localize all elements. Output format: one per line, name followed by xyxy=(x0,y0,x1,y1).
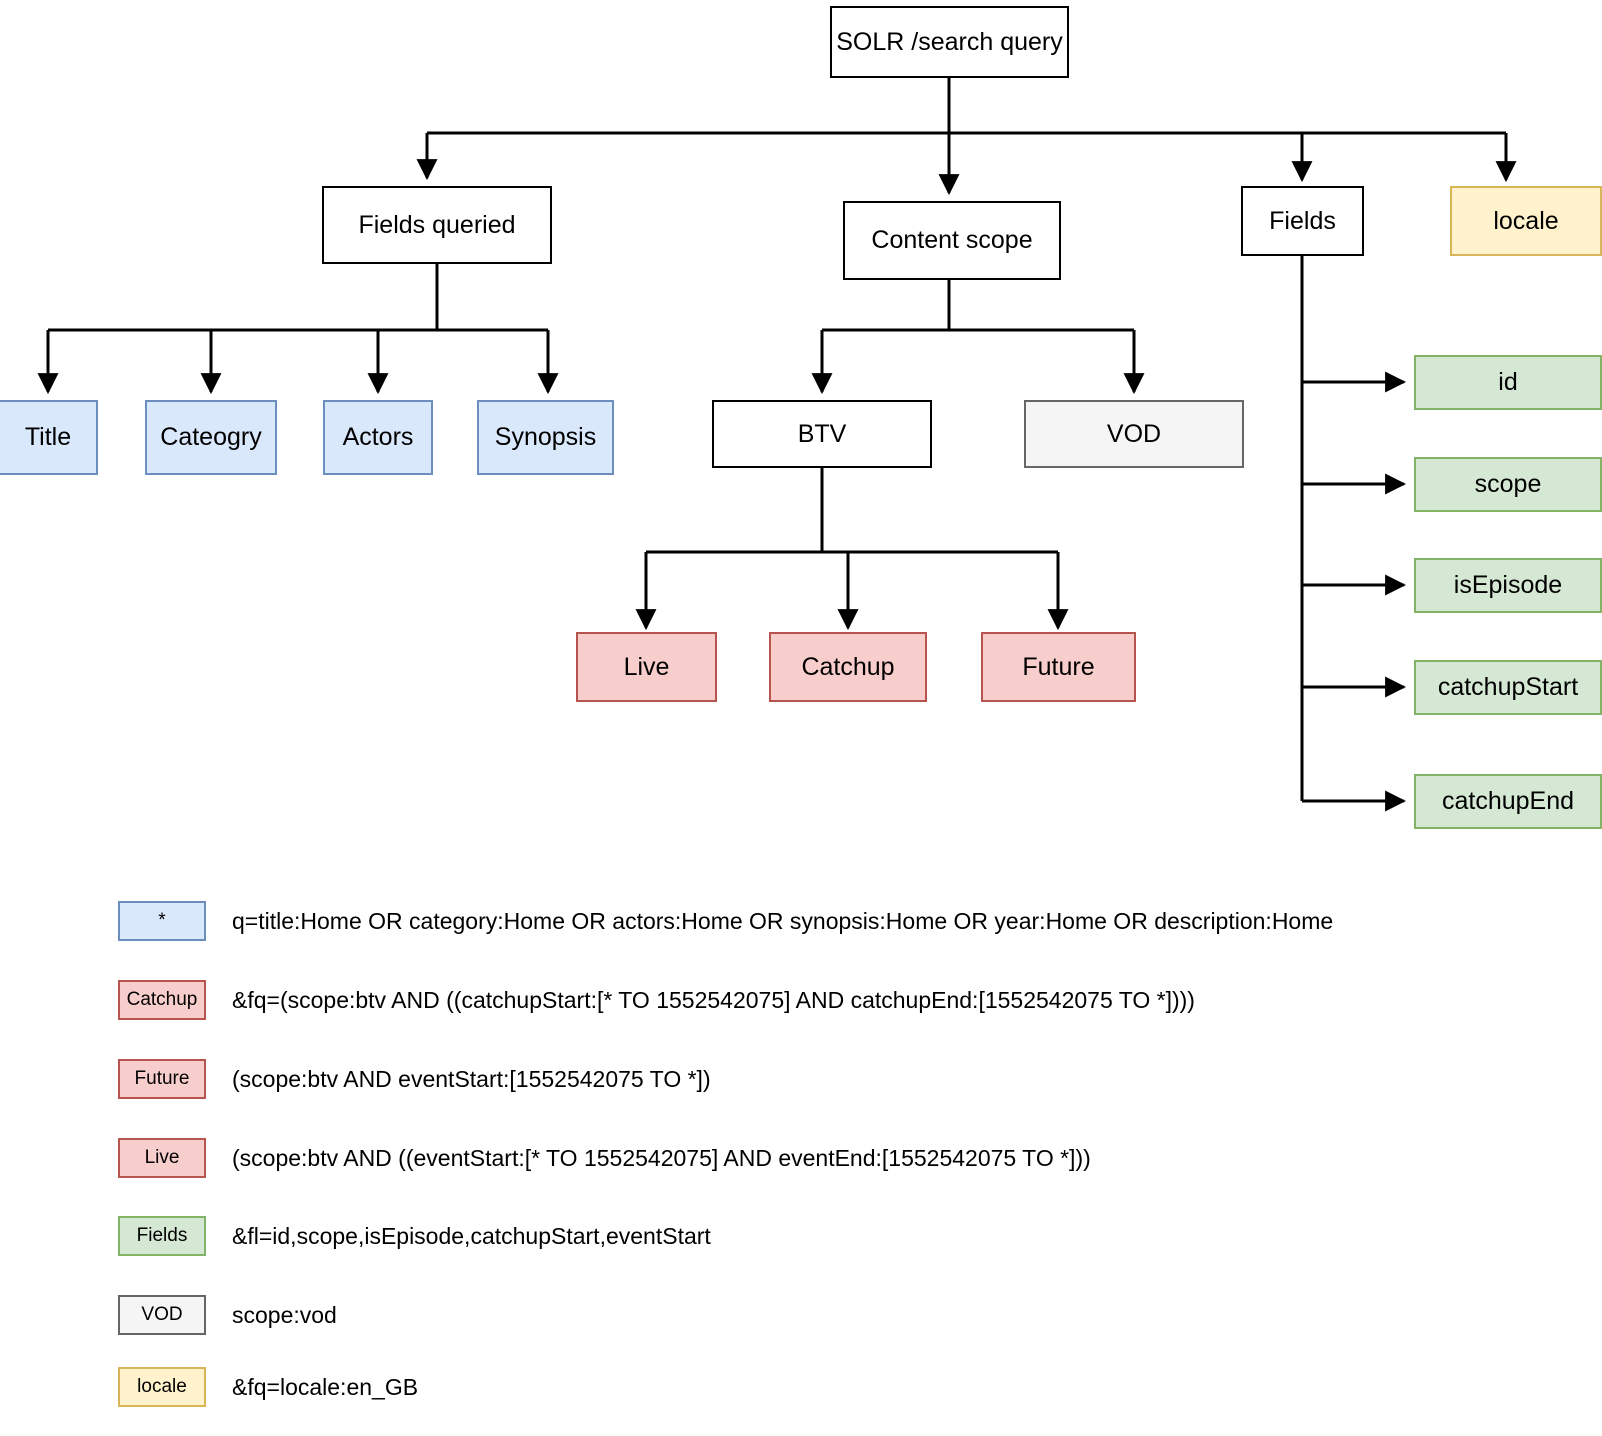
node-title[interactable]: Title xyxy=(0,400,98,475)
node-synopsis[interactable]: Synopsis xyxy=(477,400,614,475)
legend-text-catchup: &fq=(scope:btv AND ((catchupStart:[* TO … xyxy=(232,986,1195,1013)
legend-swatch-label: VOD xyxy=(141,1304,183,1325)
node-field-catchupstart[interactable]: catchupStart xyxy=(1414,660,1602,715)
node-label: Catchup xyxy=(801,652,895,681)
node-field-isepisode[interactable]: isEpisode xyxy=(1414,558,1602,613)
legend-swatch-label: Live xyxy=(144,1147,180,1168)
legend-swatch-catchup: Catchup xyxy=(118,980,206,1020)
node-label: isEpisode xyxy=(1453,571,1563,600)
legend-row-catchup: Catchup &fq=(scope:btv AND ((catchupStar… xyxy=(118,978,1195,1022)
legend-swatch-label: * xyxy=(158,910,166,931)
legend-swatch-vod: VOD xyxy=(118,1295,206,1335)
node-label: catchupStart xyxy=(1437,673,1579,702)
legend-swatch-future: Future xyxy=(118,1059,206,1099)
node-field-scope[interactable]: scope xyxy=(1414,457,1602,512)
node-label: Future xyxy=(1022,652,1095,681)
legend-swatch-fields: Fields xyxy=(118,1216,206,1256)
node-fields[interactable]: Fields xyxy=(1241,186,1364,256)
node-content-scope[interactable]: Content scope xyxy=(843,201,1061,280)
legend-text-fields: &fl=id,scope,isEpisode,catchupStart,even… xyxy=(232,1222,711,1249)
legend-swatch-label: Catchup xyxy=(126,989,198,1010)
node-label: scope xyxy=(1474,470,1542,499)
legend-row-live: Live (scope:btv AND ((eventStart:[* TO 1… xyxy=(118,1136,1091,1180)
node-catchup[interactable]: Catchup xyxy=(769,632,927,702)
legend-text-future: (scope:btv AND eventStart:[1552542075 TO… xyxy=(232,1065,711,1092)
node-live[interactable]: Live xyxy=(576,632,717,702)
legend-swatch-live: Live xyxy=(118,1138,206,1178)
legend-text-live: (scope:btv AND ((eventStart:[* TO 155254… xyxy=(232,1144,1091,1171)
legend-row-future: Future (scope:btv AND eventStart:[155254… xyxy=(118,1057,711,1101)
node-label: Fields xyxy=(1269,206,1336,235)
node-label: Live xyxy=(623,652,670,681)
legend-row-query: * q=title:Home OR category:Home OR actor… xyxy=(118,899,1333,943)
node-solr-search-query[interactable]: SOLR /search query xyxy=(830,6,1069,78)
node-field-id[interactable]: id xyxy=(1414,355,1602,410)
node-label: catchupEnd xyxy=(1441,787,1575,816)
node-label: Actors xyxy=(342,423,414,452)
legend-row-locale: locale &fq=locale:en_GB xyxy=(118,1365,418,1409)
node-vod[interactable]: VOD xyxy=(1024,400,1244,468)
legend-swatch-query: * xyxy=(118,901,206,941)
node-label: Synopsis xyxy=(494,423,597,452)
node-label: SOLR /search query xyxy=(836,27,1063,56)
legend-row-vod: VOD scope:vod xyxy=(118,1293,337,1337)
node-label: VOD xyxy=(1106,419,1162,448)
legend-row-fields: Fields &fl=id,scope,isEpisode,catchupSta… xyxy=(118,1214,711,1258)
node-label: Cateogry xyxy=(160,423,262,452)
node-fields-queried[interactable]: Fields queried xyxy=(322,186,552,264)
legend-text-locale: &fq=locale:en_GB xyxy=(232,1373,419,1400)
node-locale[interactable]: locale xyxy=(1450,186,1602,256)
node-label: Fields queried xyxy=(358,210,516,239)
node-field-catchupend[interactable]: catchupEnd xyxy=(1414,774,1602,829)
node-cateogry[interactable]: Cateogry xyxy=(145,400,277,475)
legend-swatch-locale: locale xyxy=(118,1367,206,1407)
node-label: locale xyxy=(1493,206,1559,235)
node-label: Title xyxy=(24,423,72,452)
node-future[interactable]: Future xyxy=(981,632,1136,702)
node-btv[interactable]: BTV xyxy=(712,400,932,468)
node-actors[interactable]: Actors xyxy=(323,400,433,475)
legend-swatch-label: locale xyxy=(137,1376,187,1397)
node-label: id xyxy=(1498,368,1518,397)
node-label: BTV xyxy=(797,419,847,448)
node-label: Content scope xyxy=(871,226,1033,255)
legend-swatch-label: Future xyxy=(134,1068,190,1089)
legend-text-query: q=title:Home OR category:Home OR actors:… xyxy=(232,907,1334,934)
legend-text-vod: scope:vod xyxy=(232,1301,337,1328)
legend-swatch-label: Fields xyxy=(136,1225,188,1246)
